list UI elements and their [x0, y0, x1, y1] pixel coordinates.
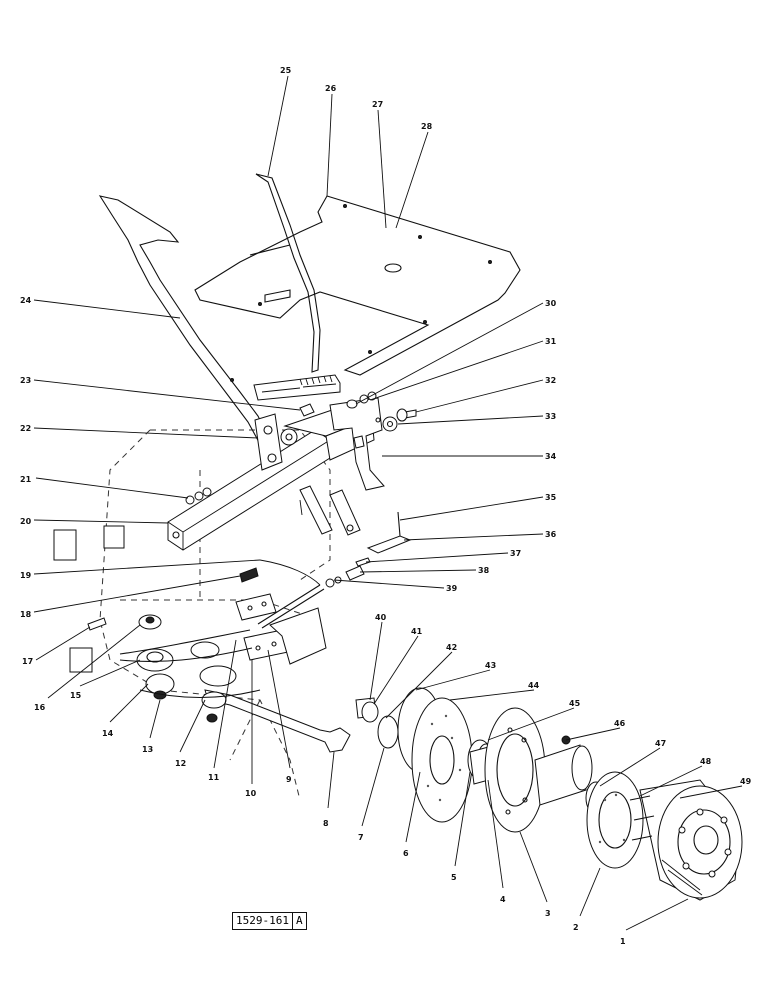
- part-label-9: 9: [286, 775, 292, 784]
- part-label-30: 30: [545, 299, 557, 308]
- part-number-labels: 1 2 3 4 5 6 7 8 9 10 11 12 13 14 15 16 1…: [20, 66, 752, 946]
- part-label-7: 7: [358, 833, 364, 842]
- floor-plate: [194, 195, 521, 376]
- part-label-4: 4: [500, 895, 506, 904]
- part-label-13: 13: [142, 745, 153, 754]
- part-label-14: 14: [102, 729, 114, 738]
- part-label-19: 19: [20, 571, 32, 580]
- part-label-25: 25: [280, 66, 292, 75]
- part-label-16: 16: [34, 703, 46, 712]
- part-label-11: 11: [208, 773, 220, 782]
- part-label-17: 17: [22, 657, 33, 666]
- part-label-12: 12: [175, 759, 186, 768]
- part-label-28: 28: [421, 122, 433, 131]
- part-label-8: 8: [323, 819, 329, 828]
- part-label-42: 42: [446, 643, 457, 652]
- part-label-34: 34: [545, 452, 557, 461]
- part-label-2: 2: [573, 923, 579, 932]
- part-label-36: 36: [545, 530, 557, 539]
- leader-lines: [33, 75, 743, 931]
- part-label-33: 33: [545, 412, 556, 421]
- part-label-43: 43: [485, 661, 496, 670]
- part-label-21: 21: [20, 475, 32, 484]
- part-label-39: 39: [446, 584, 458, 593]
- shaft-hardware: [346, 391, 417, 449]
- part-label-1: 1: [620, 937, 626, 946]
- part-label-45: 45: [569, 699, 581, 708]
- linkage-rods: [204, 584, 351, 753]
- part-label-18: 18: [20, 610, 32, 619]
- part-label-37: 37: [510, 549, 521, 558]
- part-label-46: 46: [614, 719, 626, 728]
- part-label-35: 35: [545, 493, 557, 502]
- chassis-outline: [99, 429, 331, 801]
- part-label-44: 44: [528, 681, 540, 690]
- part-label-20: 20: [20, 517, 32, 526]
- part-label-47: 47: [655, 739, 666, 748]
- part-label-32: 32: [545, 376, 556, 385]
- part-label-31: 31: [545, 337, 557, 346]
- part-label-6: 6: [403, 849, 409, 858]
- part-label-40: 40: [375, 613, 387, 622]
- axle-hub-assembly: [355, 687, 743, 901]
- part-label-38: 38: [478, 566, 490, 575]
- clutch-pedal: [98, 195, 271, 445]
- reference-code: 1529-161: [236, 914, 289, 927]
- part-label-49: 49: [740, 777, 752, 786]
- part-label-5: 5: [451, 873, 457, 882]
- part-label-3: 3: [545, 909, 551, 918]
- part-label-26: 26: [325, 84, 337, 93]
- part-label-41: 41: [411, 627, 423, 636]
- part-label-27: 27: [372, 100, 383, 109]
- reference-code-box: 1529-161 A: [232, 912, 307, 930]
- part-label-10: 10: [245, 789, 257, 798]
- reference-suffix: A: [291, 913, 306, 929]
- part-label-48: 48: [700, 757, 712, 766]
- pulley-assembly: [53, 525, 327, 723]
- throttle-lever: [253, 173, 341, 401]
- part-label-22: 22: [20, 424, 31, 433]
- part-label-15: 15: [70, 691, 82, 700]
- part-label-23: 23: [20, 376, 31, 385]
- part-label-24: 24: [20, 296, 32, 305]
